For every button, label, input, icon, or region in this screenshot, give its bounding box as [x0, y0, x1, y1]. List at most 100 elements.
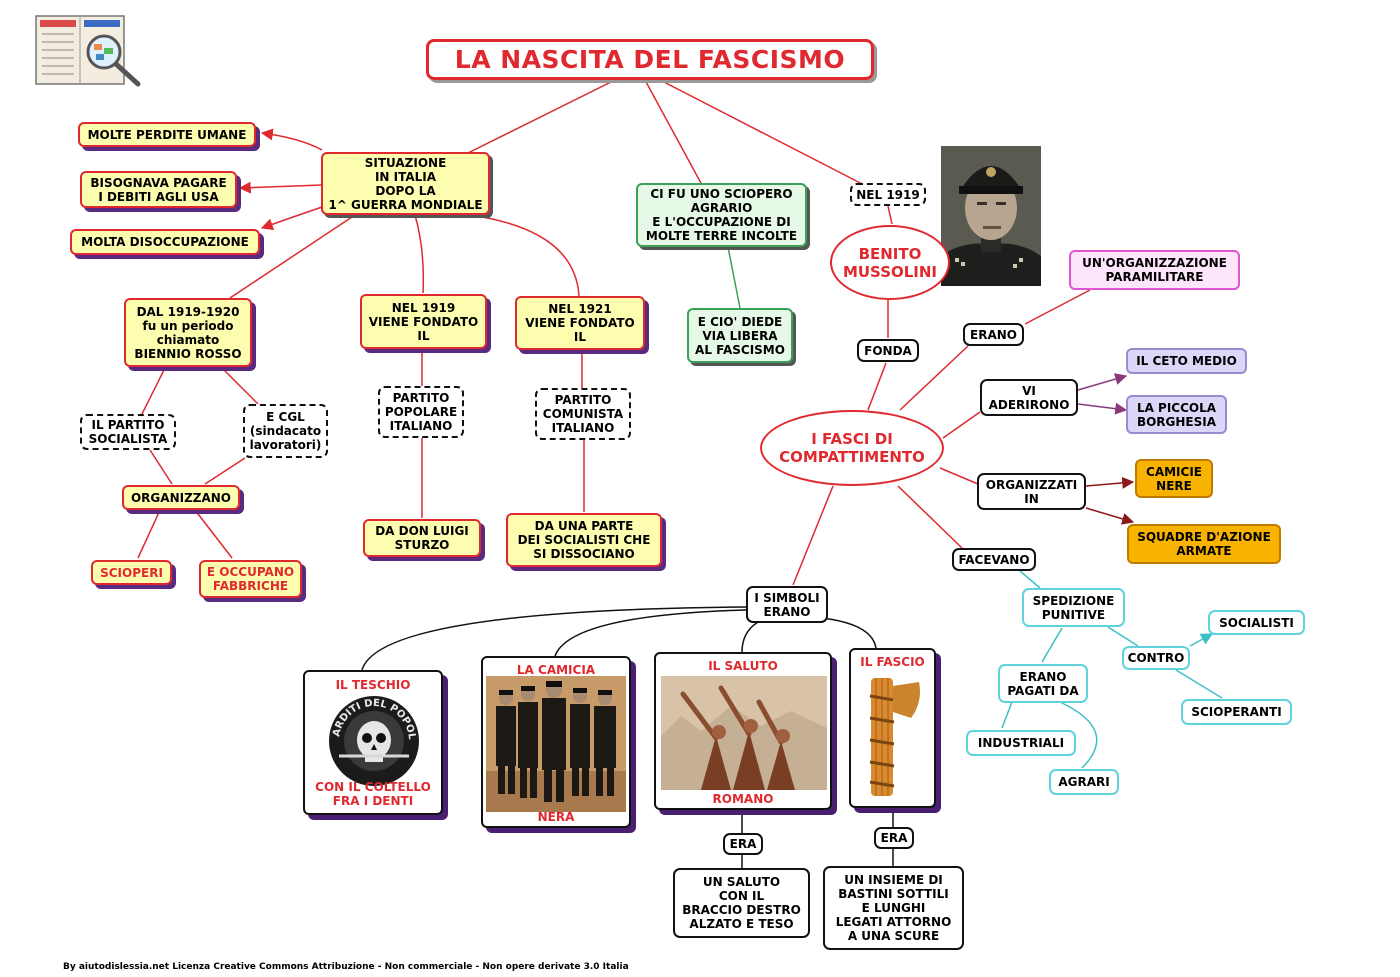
link-sciopero-vialibera [727, 246, 741, 309]
node-biennio: DAL 1919-1920 fu un periodo chiamato BIE… [124, 298, 252, 367]
link-situazione-debiti [238, 181, 323, 194]
node-sturzo: DA DON LUIGI STURZO [363, 519, 481, 557]
node-nel1919-fondato: NEL 1919 VIENE FONDATO IL [360, 294, 487, 349]
link-situazione-disoccupazione [260, 206, 323, 231]
node-erano: ERANO [963, 323, 1024, 346]
link-contro-socialisti [1189, 633, 1214, 647]
link-pagati-agrari [1059, 701, 1098, 769]
link-fasci-simboli [792, 485, 834, 586]
link-contro-scioperanti [1175, 669, 1223, 699]
book-magnifier-icon [35, 15, 141, 87]
node-partito-comunista: PARTITO COMUNISTA ITALIANO [535, 388, 631, 440]
link-title-sciopero [644, 79, 703, 186]
link-situazione-nel1919 [414, 214, 425, 294]
camicia-caption: LA CAMICIA [516, 663, 596, 677]
mussolini-portrait [941, 146, 1041, 286]
node-piccola-borghesia: LA PICCOLA BORGHESIA [1126, 395, 1227, 434]
roman-salute-painting [661, 676, 827, 790]
node-fasci: I FASCI DI COMPATTIMENTO [760, 410, 944, 486]
node-organizzano: ORGANIZZANO [122, 485, 240, 510]
link-fonda-fasci [867, 362, 887, 411]
node-era-saluto: ERA [723, 833, 763, 855]
link-fasci-facevano [897, 485, 963, 549]
node-disoccupazione: MOLTA DISOCCUPAZIONE [70, 229, 260, 255]
link-aderirono-ceto [1077, 373, 1128, 391]
saluto-subcaption: ROMANO [712, 792, 774, 806]
link-spedizione-pagati [1041, 627, 1063, 663]
node-ceto-medio: IL CETO MEDIO [1126, 348, 1247, 374]
node-nel1919: NEL 1919 [850, 183, 926, 206]
link-simboli-saluto [741, 621, 759, 653]
link-cgl-organizzano [204, 457, 246, 485]
link-fasci-erano [899, 345, 969, 411]
node-partito-socialista: IL PARTITO SOCIALISTA [80, 414, 176, 450]
link-spedizione-contro [1107, 626, 1139, 647]
link-socialista-organizzano [149, 449, 173, 485]
link-organizzano-occupano [194, 509, 233, 559]
link-title-nel1919 [659, 79, 871, 189]
link-organizzati-squadre [1085, 507, 1135, 525]
node-spedizione: SPEDIZIONE PUNITIVE [1022, 588, 1125, 627]
link-situazione-nel1921 [469, 214, 580, 297]
node-fonda: FONDA [857, 339, 919, 362]
link-biennio-socialista [141, 367, 166, 415]
card-camicia: LA CAMICIA NERA [481, 656, 631, 828]
node-fascio-desc: UN INSIEME DI BASTINI SOTTILI E LUNGHI L… [823, 866, 964, 950]
node-cgl: E CGL (sindacato lavoratori) [243, 404, 328, 458]
node-paramilitare: UN'ORGANIZZAZIONE PARAMILITARE [1069, 250, 1240, 290]
link-aderirono-borghesia [1077, 402, 1128, 415]
link-situazione-perdite [260, 128, 323, 151]
link-situazione-biennio [229, 214, 356, 299]
node-partito-popolare: PARTITO POPOLARE ITALIANO [378, 386, 464, 438]
node-facevano: FACEVANO [952, 548, 1036, 571]
license-footer: By aiutodislessia.net Licenza Creative C… [63, 962, 629, 972]
node-perdite: MOLTE PERDITE UMANE [78, 122, 256, 147]
link-fasci-aderirono [942, 411, 981, 439]
node-industriali: INDUSTRIALI [966, 730, 1076, 756]
node-scioperanti: SCIOPERANTI [1181, 699, 1292, 725]
node-mussolini: BENITO MUSSOLINI [830, 225, 950, 300]
link-fasci-organizzati [939, 467, 979, 485]
node-socialisti: SOCIALISTI [1208, 610, 1305, 635]
saluto-caption: IL SALUTO [708, 659, 778, 673]
link-simboli-teschio [361, 606, 747, 671]
blackshirts-photo [486, 676, 626, 812]
camicia-subcaption: NERA [537, 810, 575, 824]
link-organizzano-scioperi [137, 509, 161, 559]
node-nel1921-fondato: NEL 1921 VIENE FONDATO IL [515, 296, 645, 350]
link-organizzati-camicie [1085, 476, 1135, 489]
card-fascio: IL FASCIO [849, 648, 936, 808]
node-simboli: I SIMBOLI ERANO [746, 586, 828, 623]
node-dissociano: DA UNA PARTE DEI SOCIALISTI CHE SI DISSO… [506, 513, 662, 567]
page-title: LA NASCITA DEL FASCISMO [426, 39, 874, 80]
node-debiti: BISOGNAVA PAGARE I DEBITI AGLI USA [80, 171, 237, 208]
fascio-caption: IL FASCIO [860, 655, 925, 669]
link-biennio-cgl [221, 367, 259, 405]
node-via-libera: E CIO' DIEDE VIA LIBERA AL FASCISMO [687, 308, 793, 363]
teschio-caption: IL TESCHIO [335, 678, 411, 692]
node-occupano: E OCCUPANO FABBRICHE [199, 560, 302, 598]
link-title-situazione [467, 79, 616, 154]
node-sciopero-agrario: CI FU UNO SCIOPERO AGRARIO E L'OCCUPAZIO… [636, 183, 807, 247]
link-pagati-industriali [1001, 701, 1013, 729]
card-saluto: IL SALUTO ROMANO [654, 652, 832, 810]
teschio-subcaption: CON IL COLTELLO FRA I DENTI [315, 780, 431, 808]
node-camicie-nere: CAMICIE NERE [1135, 459, 1213, 498]
node-pagati-da: ERANO PAGATI DA [998, 664, 1088, 703]
node-saluto-desc: UN SALUTO CON IL BRACCIO DESTRO ALZATO E… [673, 868, 810, 938]
skull-emblem-icon: ARDITI DEL POPOLO [327, 694, 419, 786]
fasces-icon [869, 678, 920, 796]
node-contro: CONTRO [1122, 646, 1190, 670]
node-aderirono: VI ADERIRONO [980, 379, 1078, 416]
node-situazione: SITUAZIONE IN ITALIA DOPO LA 1^ GUERRA M… [321, 152, 490, 215]
node-organizzati-in: ORGANIZZATI IN [977, 473, 1086, 510]
node-scioperi: SCIOPERI [91, 560, 172, 585]
node-agrari: AGRARI [1049, 769, 1119, 795]
link-simboli-fascio [821, 617, 877, 649]
node-era-fascio: ERA [874, 827, 914, 849]
card-teschio: IL TESCHIO ARDITI DEL POPOLO CON IL COLT… [303, 670, 443, 815]
link-simboli-camicia [554, 609, 747, 657]
node-squadre: SQUADRE D'AZIONE ARMATE [1127, 524, 1281, 564]
link-facevano-spedizione [1019, 570, 1041, 589]
